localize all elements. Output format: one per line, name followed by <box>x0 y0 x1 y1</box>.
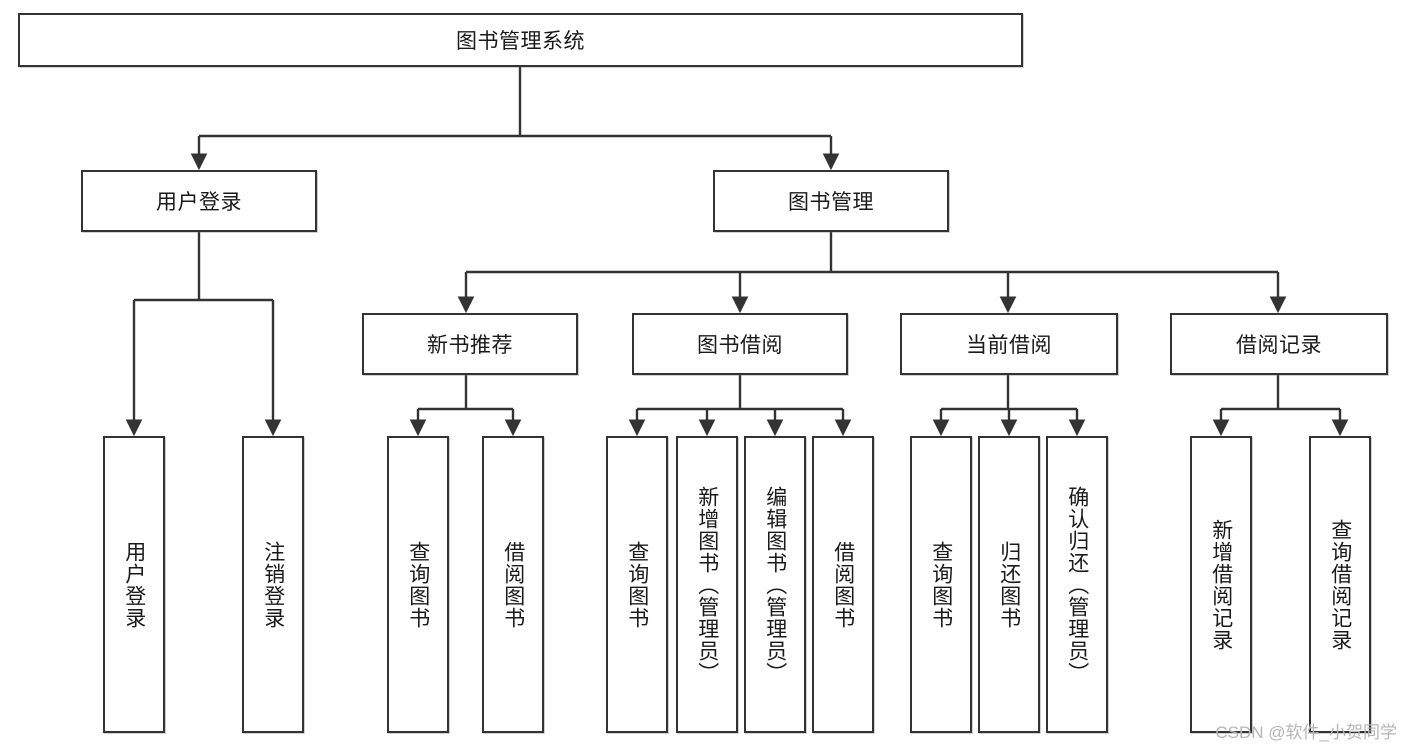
node-root[interactable]: 图书管理系统 <box>18 13 1023 67</box>
node-user-login[interactable]: 用户登录 <box>81 170 317 232</box>
node-leaf-current-borrow-3-label: 确认归还（管理员） <box>1065 485 1089 684</box>
node-leaf-borrow-record-1[interactable]: 新增借阅记录 <box>1190 436 1252 733</box>
node-leaf-book-borrow-2-label: 新增图书（管理员） <box>695 485 719 684</box>
node-user-login-label: 用户登录 <box>156 191 242 214</box>
node-leaf-current-borrow-1[interactable]: 查询图书 <box>910 436 972 733</box>
node-leaf-new-book-2[interactable]: 借阅图书 <box>482 436 544 733</box>
node-leaf-current-borrow-2-label: 归还图书 <box>997 540 1021 629</box>
node-borrow-record-label: 借阅记录 <box>1236 334 1322 357</box>
node-borrow-record[interactable]: 借阅记录 <box>1170 313 1388 375</box>
node-leaf-borrow-record-2[interactable]: 查询借阅记录 <box>1309 436 1371 733</box>
node-leaf-user-login-1[interactable]: 用户登录 <box>103 436 165 733</box>
node-leaf-borrow-record-2-label: 查询借阅记录 <box>1328 518 1352 651</box>
node-leaf-book-borrow-4[interactable]: 借阅图书 <box>812 436 874 733</box>
node-leaf-book-borrow-3[interactable]: 编辑图书（管理员） <box>744 436 806 733</box>
node-leaf-book-borrow-1-label: 查询图书 <box>625 540 649 629</box>
node-book-borrow[interactable]: 图书借阅 <box>632 313 848 375</box>
watermark-label: CSDN @软件_小贺同学 <box>1215 723 1397 742</box>
node-new-book-recommend[interactable]: 新书推荐 <box>362 313 578 375</box>
node-book-management-label: 图书管理 <box>788 191 874 214</box>
node-leaf-new-book-1[interactable]: 查询图书 <box>387 436 449 733</box>
node-leaf-current-borrow-3[interactable]: 确认归还（管理员） <box>1046 436 1108 733</box>
node-leaf-book-borrow-3-label: 编辑图书（管理员） <box>763 485 787 684</box>
node-current-borrow-label: 当前借阅 <box>966 334 1052 357</box>
node-leaf-book-borrow-2[interactable]: 新增图书（管理员） <box>676 436 738 733</box>
node-current-borrow[interactable]: 当前借阅 <box>900 313 1118 375</box>
node-leaf-user-login-2[interactable]: 注销登录 <box>242 436 304 733</box>
node-book-borrow-label: 图书借阅 <box>697 334 783 357</box>
node-book-management[interactable]: 图书管理 <box>713 170 949 232</box>
node-leaf-book-borrow-4-label: 借阅图书 <box>831 540 855 629</box>
node-leaf-user-login-2-label: 注销登录 <box>261 540 285 629</box>
node-leaf-book-borrow-1[interactable]: 查询图书 <box>606 436 668 733</box>
node-leaf-new-book-1-label: 查询图书 <box>406 540 430 629</box>
node-leaf-current-borrow-2[interactable]: 归还图书 <box>978 436 1040 733</box>
node-new-book-recommend-label: 新书推荐 <box>427 334 513 357</box>
node-leaf-new-book-2-label: 借阅图书 <box>501 540 525 629</box>
node-root-label: 图书管理系统 <box>456 30 585 53</box>
node-leaf-user-login-1-label: 用户登录 <box>122 540 146 629</box>
node-leaf-borrow-record-1-label: 新增借阅记录 <box>1209 518 1233 651</box>
node-leaf-current-borrow-1-label: 查询图书 <box>929 540 953 629</box>
